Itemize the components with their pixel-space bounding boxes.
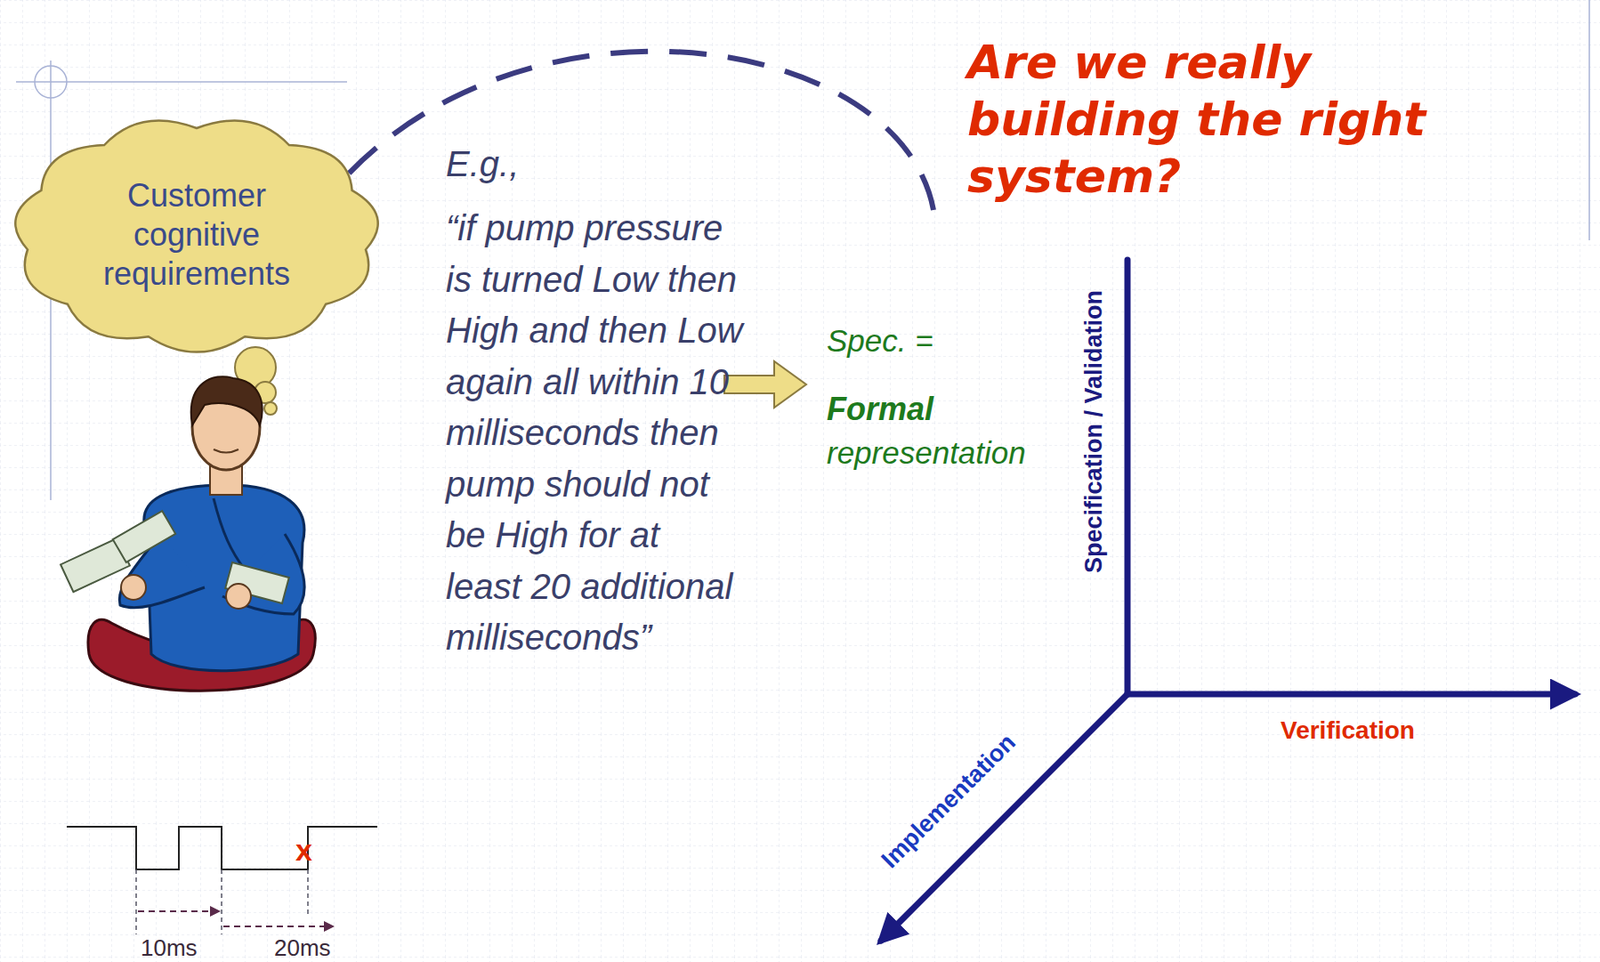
axis-label: Verification <box>1280 715 1415 746</box>
spec-label: Spec. = <box>826 322 934 360</box>
timing-diagram <box>66 826 378 935</box>
cloud-text: Customer cognitive requirements <box>94 176 299 294</box>
axes <box>880 259 1576 941</box>
example-tag: E.g., <box>445 142 519 186</box>
representation-label: representation <box>826 434 1027 472</box>
time-label: 20ms <box>274 934 332 962</box>
axis-label: Specification / Validation <box>1079 290 1108 574</box>
time-label: 10ms <box>140 934 198 962</box>
formal-label: Formal <box>826 389 934 429</box>
violation-mark: x <box>295 832 313 867</box>
thought-cloud: Customer cognitive requirements <box>9 112 384 357</box>
customer-figure <box>60 376 316 691</box>
requirement-quote: “if pump pressure is turned Low then Hig… <box>445 202 744 664</box>
slide-title: Are we really building the right system? <box>967 33 1466 205</box>
